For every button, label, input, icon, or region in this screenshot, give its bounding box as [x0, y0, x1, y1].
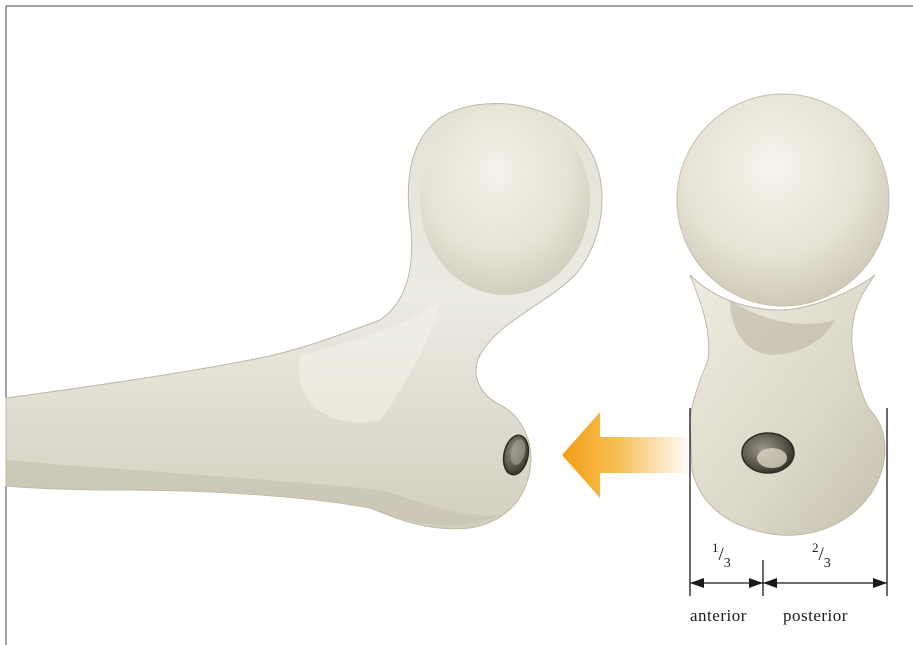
label-posterior: posterior	[783, 606, 848, 626]
label-anterior: anterior	[690, 606, 747, 626]
arrowhead-anterior-left	[690, 578, 704, 588]
direction-arrow	[562, 412, 687, 498]
arrowhead-posterior-right	[873, 578, 887, 588]
fraction-posterior: 2/3	[812, 540, 831, 572]
arrowhead-posterior-left	[763, 578, 777, 588]
fraction-posterior-denominator: 3	[824, 556, 831, 571]
arrowhead-anterior-right	[749, 578, 763, 588]
arrow-shape	[562, 412, 687, 498]
fraction-anterior-denominator: 3	[724, 556, 731, 571]
femoral-head-axial	[677, 94, 889, 306]
femoral-neck-axial	[690, 275, 885, 535]
femur-lateral-view	[6, 104, 602, 529]
femur-proximal-axial-view	[677, 94, 889, 535]
femoral-head-highlight	[420, 105, 590, 295]
fraction-anterior: 1/3	[712, 540, 731, 572]
implant-hole-axial-rim	[757, 448, 787, 468]
